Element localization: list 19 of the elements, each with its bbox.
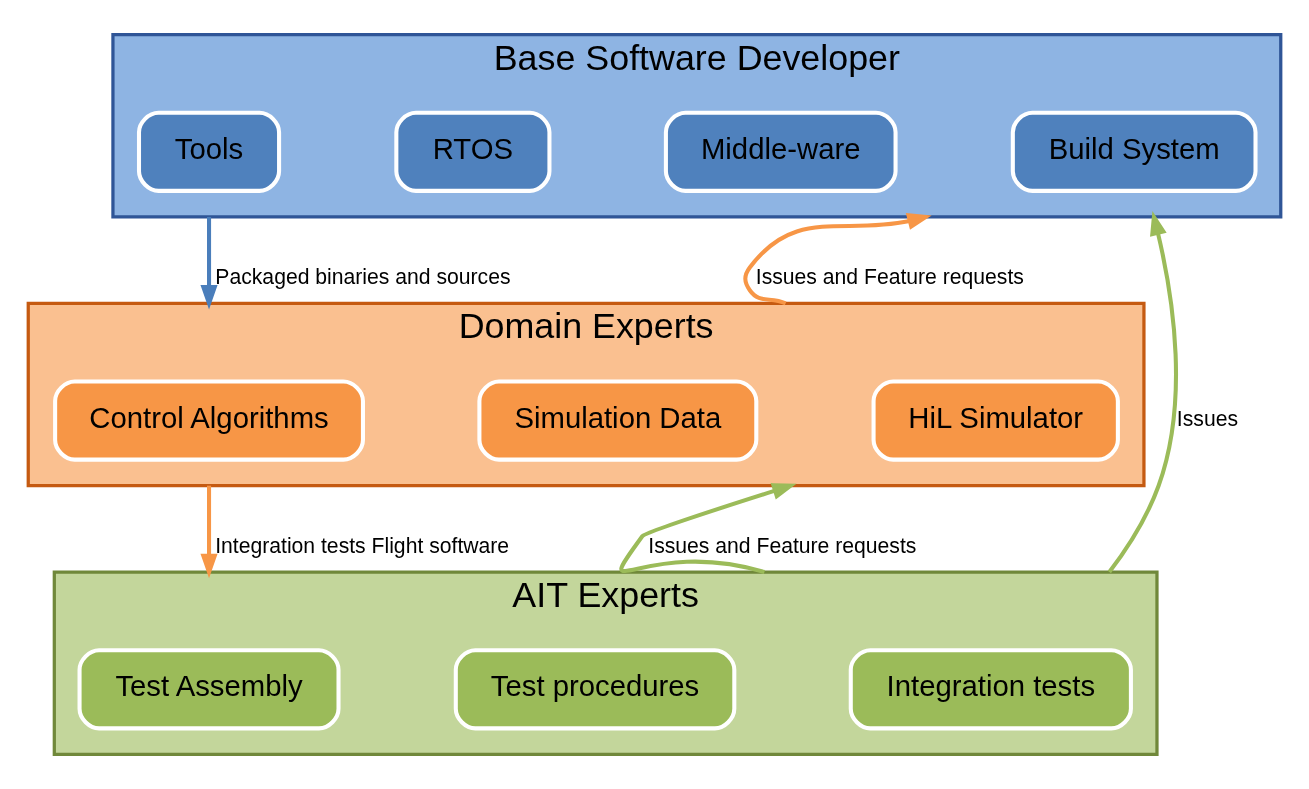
node-box: Integration tests — [848, 648, 1133, 731]
arrow — [200, 216, 218, 310]
edge-label: Issues and Feature requests — [648, 534, 917, 558]
node-box: Control Algorithms — [53, 379, 365, 462]
node-box: Simulation Data — [477, 379, 759, 462]
edge-label: Packaged binaries and sources — [215, 265, 511, 289]
arrow — [1107, 211, 1178, 574]
node-box: RTOS — [394, 110, 552, 193]
arrow — [743, 213, 932, 306]
node-box: HiL Simulator — [871, 379, 1120, 462]
edge-label: Issues and Feature requests — [755, 265, 1024, 289]
node-box: Tools — [136, 110, 282, 193]
node-box: Build System — [1010, 110, 1258, 193]
node-box: Test Assembly — [77, 648, 341, 731]
edge-label: Integration tests Flight software — [215, 534, 510, 558]
node-box: Middle-ware — [663, 110, 898, 193]
edge-label: Issues — [1176, 407, 1239, 431]
node-box: Test procedures — [453, 648, 737, 731]
arrow — [200, 485, 218, 579]
